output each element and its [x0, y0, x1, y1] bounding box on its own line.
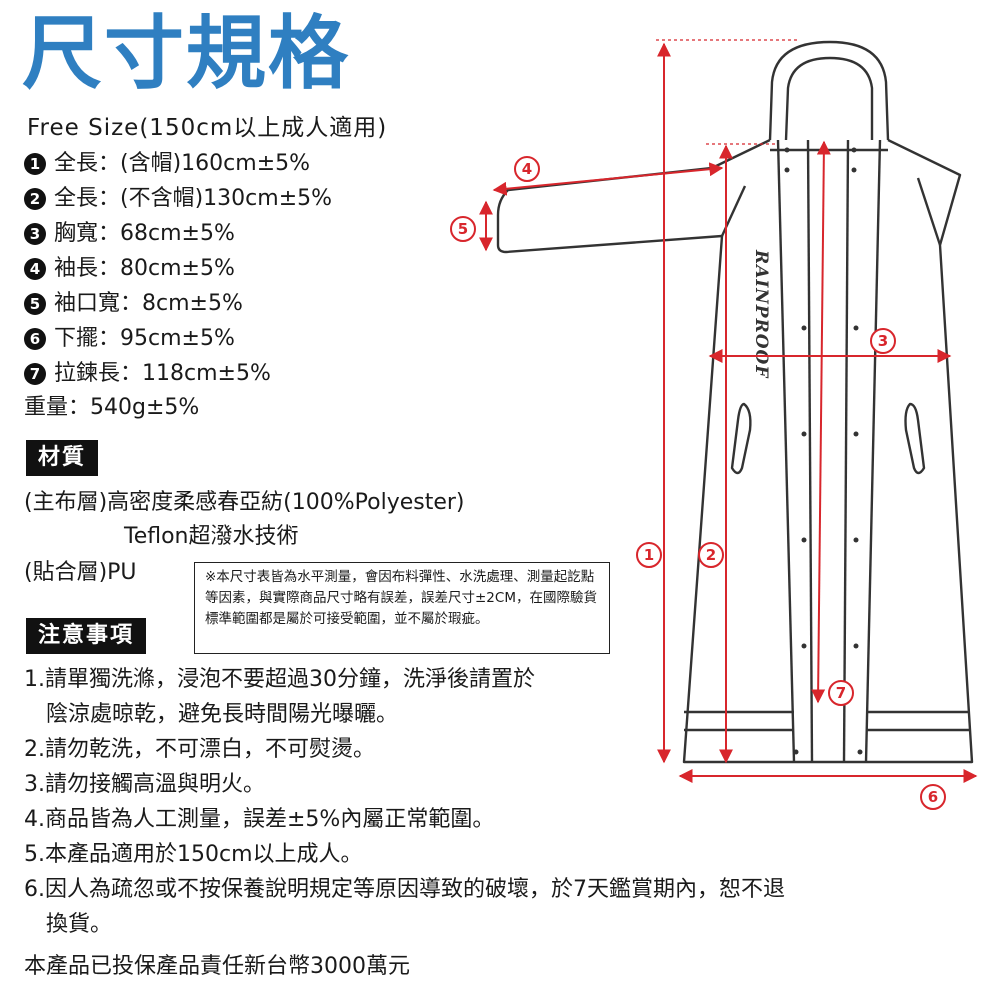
material-heading: 材質	[26, 440, 99, 476]
care-item-continuation: 換貨。	[46, 912, 113, 937]
spec-value: 95cm±5%	[120, 326, 235, 351]
spec-row: 7 拉鍊長：118cm±5%	[24, 356, 332, 391]
number-badge: 2	[24, 187, 46, 210]
spec-label: 全長：	[54, 151, 121, 176]
marker-1: 1	[636, 542, 662, 568]
care-list: 1.請單獨洗滌，浸泡不要超過30分鐘，洗淨後請置於 陰涼處晾乾，避免長時間陽光曝…	[24, 662, 785, 942]
care-item: 4.商品皆為人工測量，誤差±5%內屬正常範圍。	[24, 807, 495, 832]
spec-label: 拉鍊長：	[54, 361, 143, 386]
spec-label: 袖長：	[54, 256, 121, 281]
spec-row: 1 全長：(含帽)160cm±5%	[24, 146, 332, 181]
weight-text: 重量：540g±5%	[24, 395, 200, 420]
number-badge: 7	[24, 362, 46, 385]
care-item: 1.請單獨洗滌，浸泡不要超過30分鐘，洗淨後請置於	[24, 667, 535, 692]
spec-row: 6 下擺：95cm±5%	[24, 321, 332, 356]
spec-label: 袖口寬：	[54, 291, 143, 316]
spec-value: 68cm±5%	[120, 221, 235, 246]
spec-row: 2 全長：(不含帽)130cm±5%	[24, 181, 332, 216]
number-badge: 4	[24, 257, 46, 280]
care-heading: 注意事項	[26, 618, 147, 654]
spec-label: 全長：	[54, 186, 121, 211]
insurance-footer: 本產品已投保產品責任新台幣3000萬元	[24, 954, 410, 979]
spec-row: 4 袖長：80cm±5%	[24, 251, 332, 286]
spec-label: 胸寬：	[54, 221, 121, 246]
care-item: 5.本產品適用於150cm以上成人。	[24, 842, 363, 867]
spec-value: (不含帽)130cm±5%	[120, 186, 333, 211]
marker-5: 5	[450, 216, 476, 242]
raincoat-diagram: RAINPROOF	[479, 39, 978, 783]
spec-value: 118cm±5%	[142, 361, 271, 386]
spec-label: 下擺：	[54, 326, 121, 351]
spec-row: 5 袖口寬：8cm±5%	[24, 286, 332, 321]
care-item: 6.因人為疏忽或不按保養說明規定等原因導致的破壞，於7天鑑賞期內，恕不退	[24, 877, 785, 902]
marker-6: 6	[920, 784, 946, 810]
spec-value: 8cm±5%	[142, 291, 243, 316]
care-item-continuation: 陰涼處晾乾，避免長時間陽光曝曬。	[46, 702, 399, 727]
spec-row: 3 胸寬：68cm±5%	[24, 216, 332, 251]
marker-4: 4	[514, 156, 540, 182]
marker-3: 3	[870, 328, 896, 354]
marker-2: 2	[698, 542, 724, 568]
measure-lines	[479, 39, 978, 783]
material-line-2: Teflon超潑水技術	[124, 524, 299, 549]
brand-text: RAINPROOF	[751, 249, 771, 379]
number-badge: 3	[24, 222, 46, 245]
snap-dots	[784, 147, 863, 755]
care-item: 2.請勿乾洗，不可漂白，不可熨燙。	[24, 737, 375, 762]
size-subtitle: Free Size(150cm以上成人適用)	[27, 115, 388, 141]
material-line-1: (主布層)高密度柔感春亞紡(100%Polyester)	[24, 490, 465, 515]
page-title: 尺寸規格	[22, 7, 350, 100]
spec-value: (含帽)160cm±5%	[120, 151, 311, 176]
measurement-notice: ※本尺寸表皆為水平測量，會因布料彈性、水洗處理、測量起訖點等因素，與實際商品尺寸…	[194, 562, 610, 654]
material-line-3: (貼合層)PU	[24, 560, 137, 585]
raincoat-outline	[496, 40, 974, 764]
number-badge: 6	[24, 327, 46, 350]
number-badge: 5	[24, 292, 46, 315]
care-item: 3.請勿接觸高溫與明火。	[24, 772, 265, 797]
number-badge: 1	[24, 152, 46, 175]
marker-7: 7	[828, 680, 854, 706]
spec-value: 80cm±5%	[120, 256, 235, 281]
